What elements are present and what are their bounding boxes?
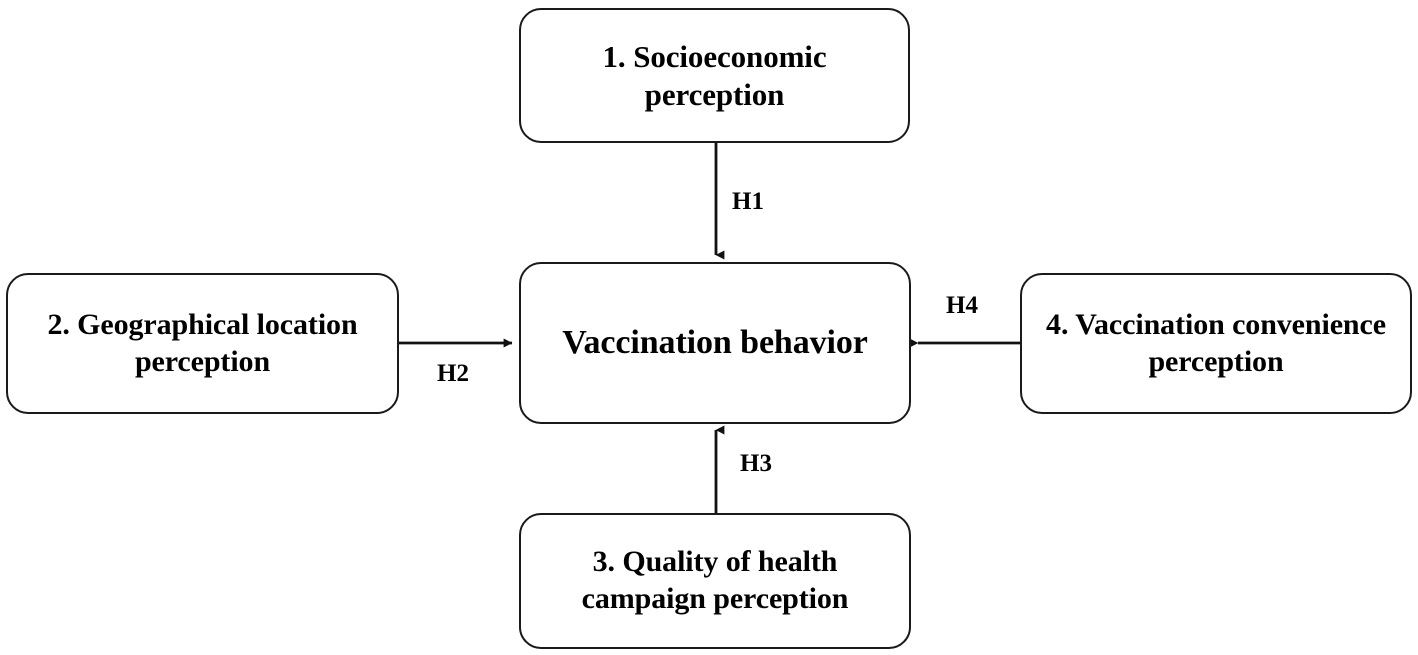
node-vaccination-convenience-perception[interactable]: 4. Vaccination convenience perception (1020, 273, 1412, 414)
node-geographical-location-perception[interactable]: 2. Geographical location perception (6, 273, 399, 414)
edge-label-h3: H3 (740, 450, 772, 477)
node-geographical-location-perception-label: 2. Geographical location perception (47, 307, 358, 378)
edge-label-h4: H4 (946, 292, 978, 319)
node-vaccination-behavior[interactable]: Vaccination behavior (519, 262, 911, 424)
node-health-campaign-perception-label: 3. Quality of health campaign perception (581, 545, 849, 615)
node-socioeconomic-perception[interactable]: 1. Socioeconomic perception (519, 8, 910, 143)
edge-label-h2: H2 (437, 360, 469, 387)
node-socioeconomic-perception-label: 1. Socioeconomic perception (602, 38, 827, 112)
node-vaccination-convenience-perception-label: 4. Vaccination convenience perception (1046, 307, 1386, 378)
edge-label-h1: H1 (732, 188, 764, 215)
node-health-campaign-perception[interactable]: 3. Quality of health campaign perception (519, 513, 911, 649)
node-vaccination-behavior-label: Vaccination behavior (562, 324, 868, 362)
